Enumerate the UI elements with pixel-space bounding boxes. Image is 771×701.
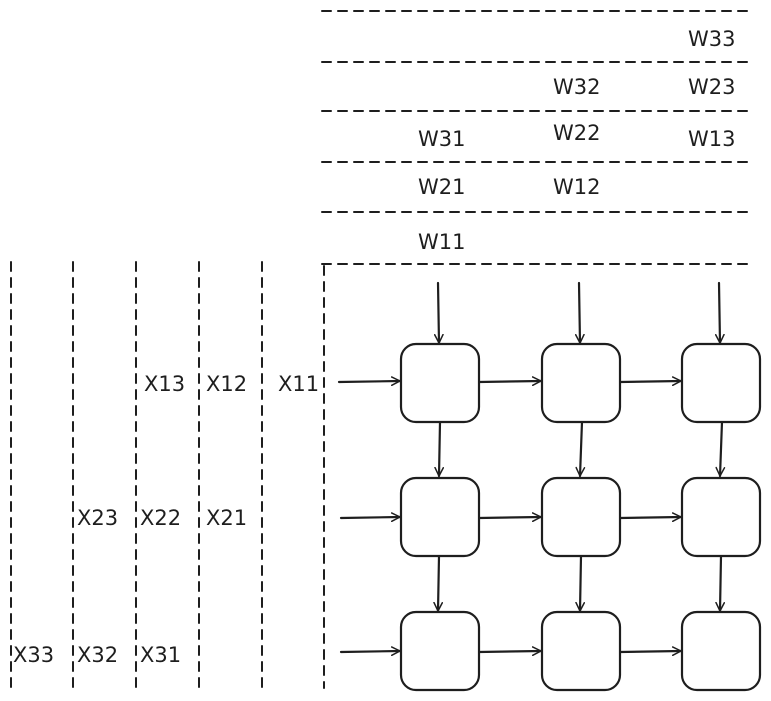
weight-flow-arrows — [433, 281, 726, 613]
input-pass-arrow — [477, 376, 543, 387]
processing-element — [399, 342, 481, 424]
weight-pass-arrow — [715, 420, 726, 478]
input-flow-arrows — [337, 376, 683, 657]
weight-in-arrow — [574, 281, 585, 345]
input-in-arrow — [337, 376, 402, 387]
input-label-x22: X22 — [140, 506, 181, 530]
input-pass-arrow — [618, 376, 683, 387]
input-queue-separators — [10, 261, 325, 689]
weight-label-w13: W13 — [688, 127, 736, 151]
processing-element — [399, 610, 481, 692]
processing-element-grid — [399, 342, 762, 692]
weight-pass-arrow — [715, 554, 726, 613]
weight-label-w32: W32 — [553, 75, 601, 99]
processing-element — [399, 476, 481, 558]
weight-label-w21: W21 — [418, 175, 466, 199]
weight-in-arrow — [714, 281, 725, 345]
processing-element — [680, 476, 762, 558]
weight-pass-arrow — [433, 554, 444, 613]
weight-label-w12: W12 — [553, 175, 601, 199]
weight-label-w31: W31 — [418, 127, 466, 151]
input-in-arrow — [339, 646, 402, 657]
weight-labels: W33 W32 W23 W31 W22 W13 W21 W12 W11 — [418, 27, 736, 254]
weight-queue-separators — [321, 10, 753, 265]
weight-label-w22: W22 — [553, 121, 601, 145]
input-pass-arrow — [477, 512, 543, 523]
weight-pass-arrow — [575, 554, 586, 613]
processing-element — [540, 342, 622, 424]
input-pass-arrow — [477, 646, 543, 657]
processing-element — [540, 476, 622, 558]
input-label-x23: X23 — [77, 506, 118, 530]
weight-in-arrow — [433, 281, 444, 345]
input-label-x32: X32 — [77, 643, 118, 667]
input-in-arrow — [339, 512, 402, 523]
input-label-x21: X21 — [206, 506, 247, 530]
weight-pass-arrow — [575, 420, 586, 478]
weight-label-w11: W11 — [418, 230, 466, 254]
input-label-x13: X13 — [144, 372, 185, 396]
weight-pass-arrow — [434, 420, 445, 478]
input-label-x31: X31 — [140, 643, 181, 667]
input-pass-arrow — [618, 646, 683, 657]
input-labels: X11 X12 X13 X21 X22 X23 X31 X32 X33 — [13, 372, 319, 667]
weight-label-w33: W33 — [688, 27, 736, 51]
input-label-x11: X11 — [278, 372, 319, 396]
input-label-x12: X12 — [206, 372, 247, 396]
weight-label-w23: W23 — [688, 75, 736, 99]
processing-element — [680, 610, 762, 692]
processing-element — [680, 342, 762, 424]
input-label-x33: X33 — [13, 643, 54, 667]
processing-element — [540, 610, 622, 692]
input-pass-arrow — [618, 512, 683, 523]
